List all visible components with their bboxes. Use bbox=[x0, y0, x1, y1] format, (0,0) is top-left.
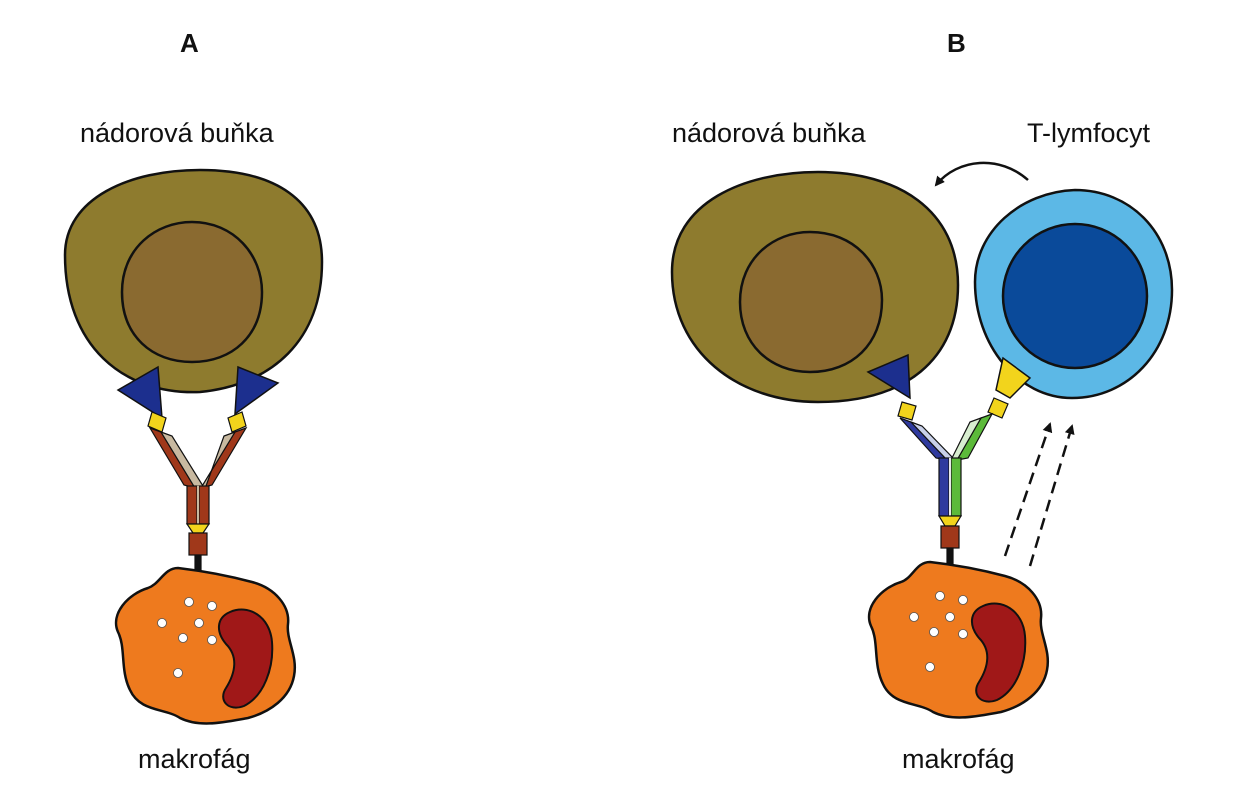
antigen-icon bbox=[866, 353, 911, 400]
tumor-cell-icon bbox=[670, 170, 960, 404]
antigen-icon bbox=[234, 365, 280, 416]
panel-a: A nádorová buňka bbox=[63, 28, 324, 774]
antibody-icon bbox=[897, 397, 1009, 569]
macrophage-icon bbox=[115, 566, 297, 725]
panel-b: B nádorová buňka T-lymfocyt bbox=[670, 28, 1174, 774]
dashed-arrow-icon bbox=[1003, 422, 1075, 567]
panel-b-tumor-label: nádorová buňka bbox=[672, 118, 867, 148]
macrophage-icon bbox=[868, 560, 1050, 719]
curved-arrow-icon bbox=[934, 161, 1029, 187]
antigen-icon bbox=[116, 365, 163, 420]
panel-a-tumor-label: nádorová buňka bbox=[80, 118, 275, 148]
panel-a-macrophage-label: makrofág bbox=[138, 744, 251, 774]
cd3-receptor-icon bbox=[995, 356, 1032, 399]
panel-a-letter: A bbox=[180, 28, 199, 58]
panel-b-letter: B bbox=[947, 28, 966, 58]
panel-b-tcell-label: T-lymfocyt bbox=[1027, 118, 1151, 148]
tumor-cell-icon bbox=[63, 168, 324, 394]
antibody-icon bbox=[147, 411, 248, 576]
panel-b-macrophage-label: makrofág bbox=[902, 744, 1015, 774]
